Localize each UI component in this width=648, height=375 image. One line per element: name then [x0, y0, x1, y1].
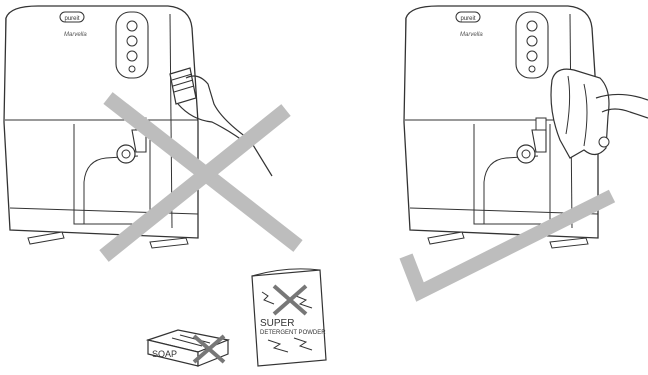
- soap-bar: SOAP: [148, 330, 228, 366]
- soap-label: SOAP: [152, 349, 177, 359]
- detergent-label-1: SUPER: [260, 318, 294, 329]
- cloth-hand: [551, 69, 648, 158]
- brand-logo-right: pureit: [456, 12, 480, 22]
- model-name-right: Marvella: [460, 32, 483, 38]
- brand-logo-left: pureit: [60, 12, 84, 22]
- detergent-bag: SUPER DETERGENT POWDER: [252, 269, 326, 366]
- detergent-label-2: DETERGENT POWDER: [260, 330, 326, 336]
- model-name-left: Marvella: [64, 32, 87, 38]
- svg-text:pureit: pureit: [64, 16, 79, 22]
- svg-text:pureit: pureit: [460, 16, 475, 22]
